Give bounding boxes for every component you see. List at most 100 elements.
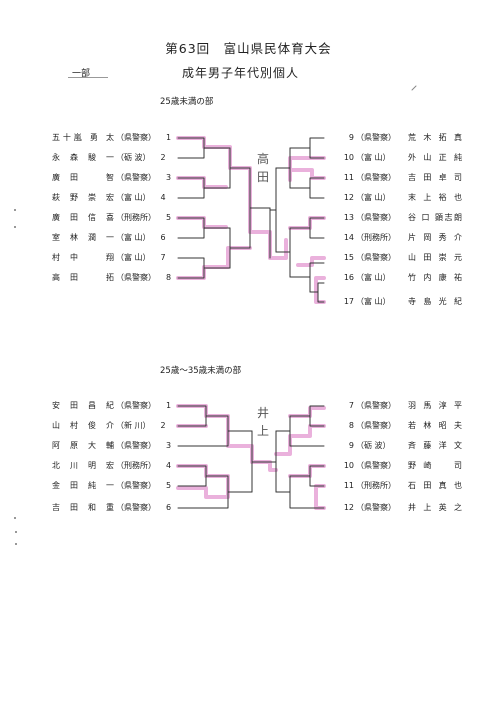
right-entry: 17（富 山） 寺 島 光 紀	[330, 297, 462, 307]
player-affiliation: （県警察）	[356, 421, 396, 430]
left-entry: 北 川 明 宏（刑務所）4	[52, 461, 180, 471]
seed-number: 12	[343, 193, 354, 202]
seed-number: 9	[348, 133, 354, 142]
player-affiliation: （県警察）	[116, 273, 156, 282]
player-affiliation: （富 山）	[356, 297, 391, 306]
section-label-under-25: 25歳未満の部	[160, 97, 214, 107]
player-affiliation: （富 山）	[356, 273, 391, 282]
player-name: 山 村 俊 介	[52, 421, 114, 430]
scan-speck	[15, 531, 17, 533]
seed-number: 7	[348, 401, 354, 410]
scan-speck	[14, 226, 16, 228]
seed-number: 2	[160, 421, 166, 430]
player-affiliation: （県警察）	[116, 441, 156, 450]
player-name: 羽 馬 淳 平	[408, 401, 462, 410]
player-affiliation: （砺 波）	[116, 153, 151, 162]
seed-number: 2	[160, 153, 166, 162]
player-affiliation: （富 山）	[356, 193, 391, 202]
right-entry: 9（砺 波） 斉 藤 洋 文	[330, 441, 462, 451]
seed-number: 10	[343, 153, 354, 162]
winner-highlight	[176, 404, 326, 510]
player-name: 廣 田 信 喜	[52, 213, 114, 222]
player-affiliation: （県警察）	[116, 503, 156, 512]
player-name: 北 川 明 宏	[52, 461, 114, 470]
player-name: 金 田 純 一	[52, 481, 114, 490]
player-name: 廣 田 智	[52, 173, 114, 182]
seed-number: 8	[166, 273, 172, 282]
seed-number: 3	[166, 441, 172, 450]
player-affiliation: （刑務所）	[356, 481, 396, 490]
left-entry: 阿 原 大 輔（県警察） 3	[52, 441, 180, 451]
player-name: 阿 原 大 輔	[52, 441, 114, 450]
left-entry: 廣 田 信 喜（刑務所） 5	[52, 213, 180, 223]
seed-number: 16	[343, 273, 354, 282]
seed-number: 1	[166, 401, 172, 410]
seed-number: 14	[343, 233, 354, 242]
player-affiliation: （県警察）	[356, 213, 396, 222]
left-entry: 高 田 拓（県警察）8	[52, 273, 180, 283]
seed-number: 7	[160, 253, 166, 262]
seed-number: 11	[343, 173, 354, 182]
player-name: 外 山 正 純	[408, 153, 462, 162]
seed-number: 12	[343, 503, 354, 512]
right-entry: 12（富 山）末 上 裕 也	[330, 193, 462, 203]
player-affiliation: （新 川）	[116, 421, 151, 430]
left-entry: 永 森 駿 一（砺 波）2	[52, 153, 175, 163]
right-entry: 8（県警察） 若 林 昭 夫	[330, 421, 462, 431]
player-name: 五十嵐 勇 太	[52, 133, 114, 142]
scan-speck	[14, 517, 16, 519]
right-entry: 11（刑務所） 石 田 真 也	[330, 481, 462, 491]
left-entry: 山 村 俊 介（新 川） 2	[52, 421, 175, 431]
player-affiliation: （砺 波）	[356, 441, 391, 450]
bracket-lines-25-to-35	[177, 405, 325, 509]
player-name: 石 田 真 也	[408, 481, 462, 490]
right-entry: 12（県警察）井 上 英 之	[330, 503, 462, 513]
player-affiliation: （県警察）	[116, 133, 156, 142]
player-affiliation: （県警察）	[116, 481, 156, 490]
left-entry: 安 田 昌 紀（県警察）1	[52, 401, 180, 411]
right-entry: 14（刑務所）片 岡 秀 介	[330, 233, 462, 243]
player-name: 村 中 翔	[52, 253, 114, 262]
division-label: 一部	[72, 69, 91, 79]
left-entry: 金 田 純 一（県警察） 5	[52, 481, 180, 491]
handwritten-winner-note: 井上	[257, 406, 270, 438]
player-name: 谷 口 顕志朗	[408, 213, 462, 222]
seed-number: 1	[166, 133, 172, 142]
right-entry: 16（富 山） 竹 内 康 祐	[330, 273, 462, 283]
seed-number: 15	[343, 253, 354, 262]
player-name: 吉 田 卓 司	[408, 173, 462, 182]
player-name: 山 田 崇 元	[408, 253, 462, 262]
right-entry: 9（県警察）荒 木 拓 真	[330, 133, 462, 143]
player-affiliation: （富 山）	[116, 233, 151, 242]
bracket-lines-under-25	[177, 137, 325, 303]
category-title: 成年男子年代別個人	[182, 66, 300, 80]
right-entry: 13（県警察）谷 口 顕志朗	[330, 213, 462, 223]
player-affiliation: （県警察）	[116, 173, 156, 182]
seed-number: 8	[348, 421, 354, 430]
right-entry: 11（県警察）吉 田 卓 司	[330, 173, 462, 183]
left-entry: 廣 田 智（県警察）3	[52, 173, 180, 183]
left-entry: 萩 野 崇 宏（富 山）4	[52, 193, 175, 203]
player-name: 斉 藤 洋 文	[408, 441, 462, 450]
player-name: 寺 島 光 紀	[408, 297, 462, 306]
player-name: 若 林 昭 夫	[408, 421, 462, 430]
player-affiliation: （県警察）	[356, 503, 396, 512]
player-affiliation: （県警察）	[116, 401, 156, 410]
seed-number: 4	[166, 461, 172, 470]
left-entry: 村 中 翔（富 山）7	[52, 253, 175, 263]
player-affiliation: （県警察）	[356, 461, 396, 470]
right-entry: 7（県警察）羽 馬 淳 平	[330, 401, 462, 411]
seed-number: 11	[343, 481, 354, 490]
seed-number: 17	[343, 297, 354, 306]
player-name: 竹 内 康 祐	[408, 273, 462, 282]
right-entry: 10（県警察）野 崎 司	[330, 461, 462, 471]
player-name: 吉 田 和 重	[52, 503, 114, 512]
player-affiliation: （県警察）	[356, 253, 396, 262]
player-name: 萩 野 崇 宏	[52, 193, 114, 202]
player-affiliation: （刑務所）	[116, 213, 156, 222]
seed-number: 5	[166, 213, 172, 222]
page-title: 第63回 富山県民体育大会	[165, 41, 332, 56]
seed-number: 9	[348, 441, 354, 450]
right-entry: 15（県警察） 山 田 崇 元	[330, 253, 462, 263]
seed-number: 5	[166, 481, 172, 490]
